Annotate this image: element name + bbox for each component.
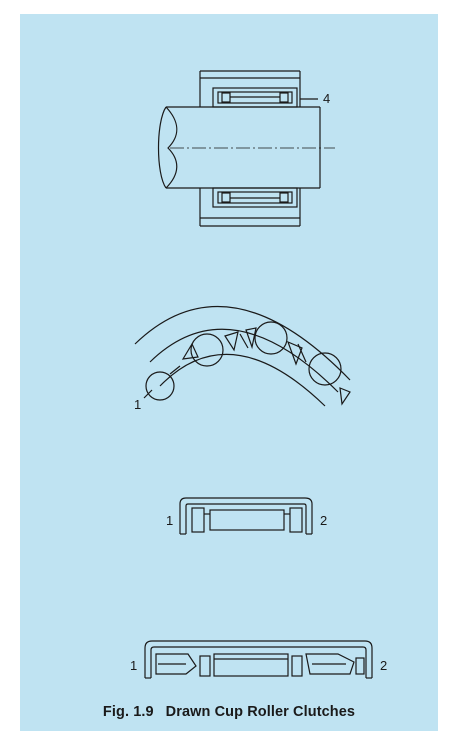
technical-drawing: 4 1 1 2 1 2 (130, 70, 387, 679)
callout-1-wide-cup: 1 (130, 658, 137, 673)
figure-number: Fig. 1.9 (102, 704, 154, 720)
shaft-assembly-drawing (157, 70, 335, 227)
figure-caption: Fig. 1.9 Drawn Cup Roller Clutches (20, 704, 438, 720)
callout-2-wide-cup: 2 (380, 658, 387, 673)
arc-section-drawing (134, 305, 351, 407)
callout-4: 4 (323, 91, 330, 106)
small-cup-clutch-drawing (179, 497, 313, 535)
figure-title: Drawn Cup Roller Clutches (165, 704, 356, 720)
wide-cup-clutch-drawing (144, 640, 373, 679)
callout-1-arc: 1 (134, 397, 141, 412)
callout-1-small-cup: 1 (166, 513, 173, 528)
figure-panel: 4 1 1 2 1 2 Fig. 1.9 Drawn Cup Roller Clu… (20, 14, 438, 731)
callout-2-small-cup: 2 (320, 513, 327, 528)
